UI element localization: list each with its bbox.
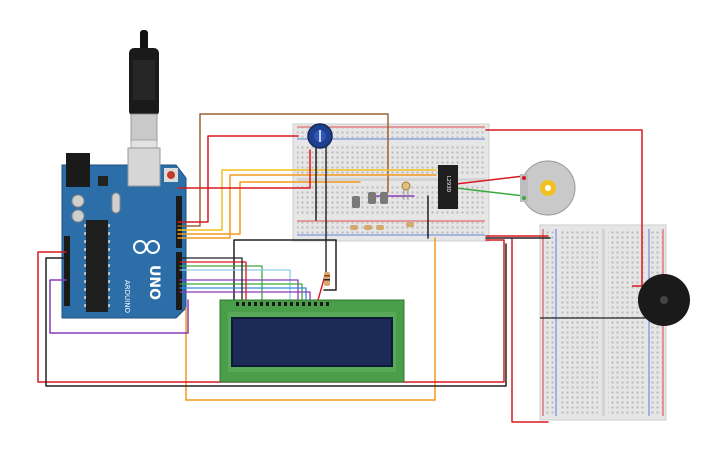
wire-blue-lcd-2 (179, 287, 307, 301)
wire-purple-left (49, 279, 189, 334)
wire-orange-1 (177, 174, 437, 239)
breadboard-right (539, 224, 667, 421)
wire-green-lcd-2 (179, 283, 303, 301)
wire-green-motor (455, 187, 525, 197)
wire-red-right-loop (485, 129, 643, 287)
arduino-logo-icon (133, 240, 160, 254)
wire-purple-lcd-2 (179, 291, 311, 301)
wire-red-mid (177, 149, 311, 189)
pushbuttons[interactable] (352, 192, 388, 208)
wire-red-top (177, 135, 299, 223)
wire-green-lcd (179, 265, 263, 301)
usb-cable (129, 30, 159, 159)
dc-motor (520, 160, 576, 216)
resistors (324, 222, 414, 286)
wire-purple-lcd-1 (179, 279, 299, 301)
piezo-buzzer (632, 274, 690, 326)
wires (37, 113, 643, 423)
wire-blue-lcd (179, 269, 291, 301)
wire-yellow (177, 169, 437, 231)
wire-black-left (45, 243, 507, 387)
arduino-model-label: UNO (146, 265, 162, 300)
ic-chip-label: L293D (445, 176, 451, 192)
potentiometer[interactable] (307, 123, 333, 149)
wire-orange-2 (177, 181, 361, 235)
wire-red-bb-bottom (511, 237, 549, 423)
wire-orange-long (185, 237, 436, 401)
wire-black-lcd (179, 257, 243, 301)
wire-red-lcd (179, 261, 247, 301)
arduino-brand-label: ARDUINO (123, 280, 131, 313)
wire-black-gnd-2 (323, 239, 337, 291)
lcd-display (219, 299, 405, 383)
arduino-uno-board: ARDUINO UNO (61, 147, 187, 319)
photoresistor (401, 181, 411, 200)
wire-brown (177, 113, 389, 227)
motor-driver-ic: L293D (438, 165, 458, 209)
wire-red-motor (455, 175, 525, 185)
